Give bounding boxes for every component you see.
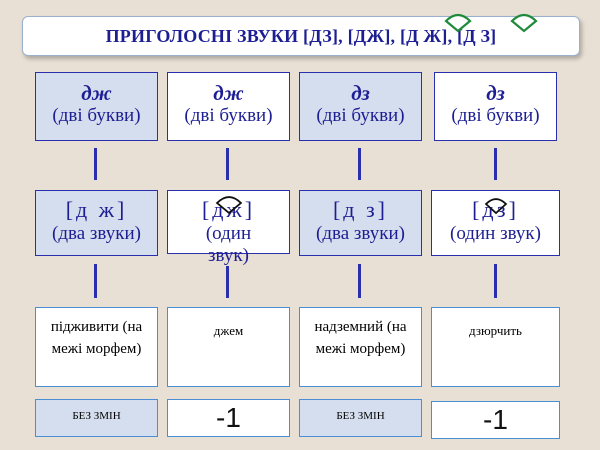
- example-word-text: надземний (на межі морфем): [314, 319, 407, 357]
- result-text: -1: [216, 402, 241, 433]
- letters-box-1: дж (дві букви): [35, 72, 158, 141]
- result-text: БЕЗ ЗМІН: [336, 410, 385, 422]
- example-word-text: джем: [213, 323, 244, 338]
- example-word-text: дзюрчить: [469, 323, 522, 338]
- letters-box-4: дз (дві букви): [434, 72, 557, 141]
- connector-line: [358, 148, 361, 180]
- connector-line: [226, 266, 229, 298]
- example-word-2: джем: [167, 307, 290, 387]
- letters-note: (дві букви): [316, 105, 405, 126]
- sound-box-1: [д ж] (два звуки): [35, 190, 158, 256]
- sound-label: [д ж]: [65, 197, 128, 222]
- sound-label: [дз]: [472, 197, 519, 222]
- sound-box-2: [дж] (один звук): [167, 190, 290, 266]
- arc-mark-icon: [510, 13, 538, 33]
- connector-line: [94, 148, 97, 180]
- sound-box-4: [дз] (один звук): [431, 190, 560, 256]
- letters-box-2: дж (дві букви): [167, 72, 290, 141]
- letters-note: (дві букви): [451, 105, 540, 126]
- arc-mark-icon: [215, 196, 243, 215]
- connector-line: [94, 264, 97, 298]
- sound-note: (два звуки): [52, 223, 141, 244]
- title-text: ПРИГОЛОСНІ ЗВУКИ [ДЗ], [ДЖ], [Д Ж], [Д З…: [105, 25, 497, 46]
- connector-line: [494, 264, 497, 298]
- result-box-2: -1: [167, 399, 290, 437]
- sound-note: (один звук): [450, 223, 541, 244]
- letters-label: дж: [81, 81, 112, 105]
- letters-label: дж: [213, 81, 244, 105]
- result-box-4: -1: [431, 401, 560, 439]
- sound-note: (два звуки): [316, 223, 405, 244]
- letters-note: (дві букви): [184, 105, 273, 126]
- connector-line: [226, 148, 229, 180]
- result-text: -1: [483, 404, 508, 435]
- letters-note: (дві букви): [52, 105, 141, 126]
- sound-label: [д з]: [332, 197, 389, 222]
- example-word-1: підживити (на межі морфем): [35, 307, 158, 387]
- arc-mark-icon: [484, 198, 508, 215]
- page-title: ПРИГОЛОСНІ ЗВУКИ [ДЗ], [ДЖ], [Д Ж], [Д З…: [22, 13, 580, 56]
- sound-note: (один звук): [205, 223, 252, 266]
- example-word-text: підживити (на межі морфем): [50, 319, 143, 357]
- letters-label: дз: [351, 81, 370, 105]
- arc-mark-icon: [444, 13, 472, 33]
- sound-box-3: [д з] (два звуки): [299, 190, 422, 256]
- connector-line: [358, 264, 361, 298]
- result-box-1: БЕЗ ЗМІН: [35, 399, 158, 437]
- result-text: БЕЗ ЗМІН: [72, 410, 121, 422]
- connector-line: [494, 148, 497, 180]
- letters-box-3: дз (дві букви): [299, 72, 422, 141]
- letters-label: дз: [486, 81, 505, 105]
- result-box-3: БЕЗ ЗМІН: [299, 399, 422, 437]
- example-word-3: надземний (на межі морфем): [299, 307, 422, 387]
- example-word-4: дзюрчить: [431, 307, 560, 387]
- sound-label: [дж]: [201, 197, 256, 222]
